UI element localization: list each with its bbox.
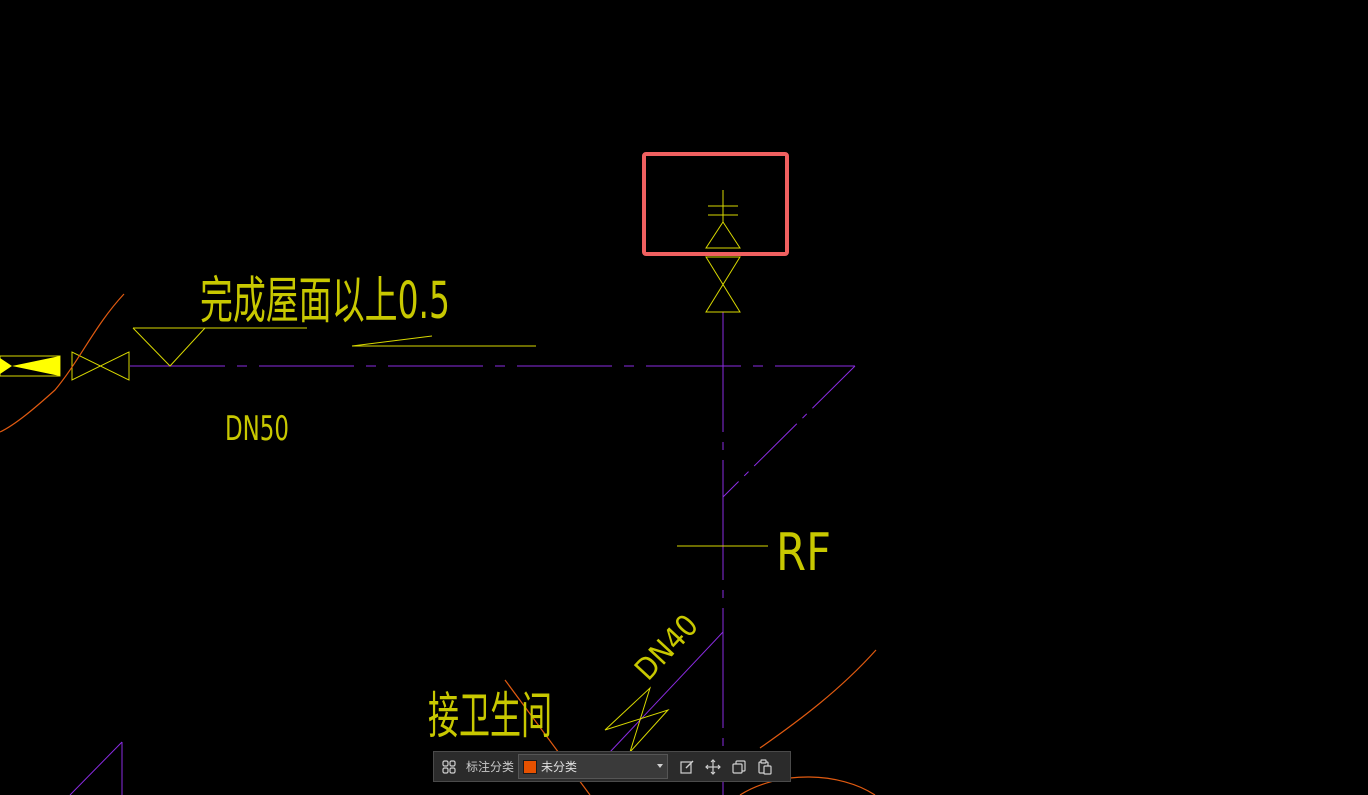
category-color-swatch [523,759,538,774]
chevron-down-icon [657,764,664,768]
bathroom-text: 接卫生间 [428,687,552,745]
vent-cap-icon [705,190,741,249]
roof-note-underline [351,335,536,347]
highlight-box [642,152,789,256]
riser-valve-icon [705,256,741,313]
branch-valve-icon [604,686,670,753]
edit-icon[interactable] [674,754,700,780]
category-select[interactable]: 未分类 [518,754,669,779]
gate-valve-icon [71,351,130,381]
copy-icon[interactable] [726,754,752,780]
valve-filled-icon [0,355,61,377]
roof-note-text: 完成屋面以上0.5 [200,272,450,331]
orange-arc-left [0,293,125,433]
dn50-text: DN50 [225,409,289,449]
elevation-marker-icon [132,327,307,367]
category-label: 标注分类 [466,760,515,774]
pipe-diagonal-upper [722,365,856,498]
annotation-toolbar: 标注分类 未分类 [433,751,791,782]
category-select-value: 未分类 [541,760,578,774]
orange-arc-bottom [739,776,876,795]
pipe-bottom-left [69,741,123,795]
pipe-diagonal-lower [609,631,724,753]
paste-icon[interactable] [752,754,778,780]
move-icon[interactable] [700,754,726,780]
orange-arc-lower [759,649,877,749]
dn40-text: DN40 [628,608,705,687]
grid-icon[interactable] [436,754,462,780]
rf-text: RF [776,523,831,583]
